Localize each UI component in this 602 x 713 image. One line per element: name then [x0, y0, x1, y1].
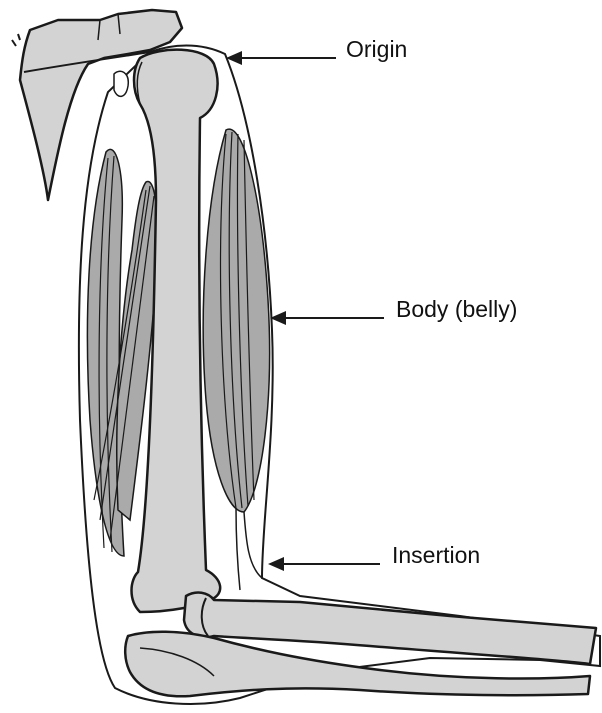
origin-arrow — [226, 51, 336, 65]
insertion-arrow — [268, 557, 380, 571]
body-belly-label: Body (belly) — [396, 298, 517, 321]
coracoid-process — [114, 71, 128, 96]
scapula-notch — [12, 34, 20, 46]
insertion-label: Insertion — [392, 544, 480, 567]
origin-label: Origin — [346, 38, 407, 61]
body-arrow — [270, 311, 384, 325]
